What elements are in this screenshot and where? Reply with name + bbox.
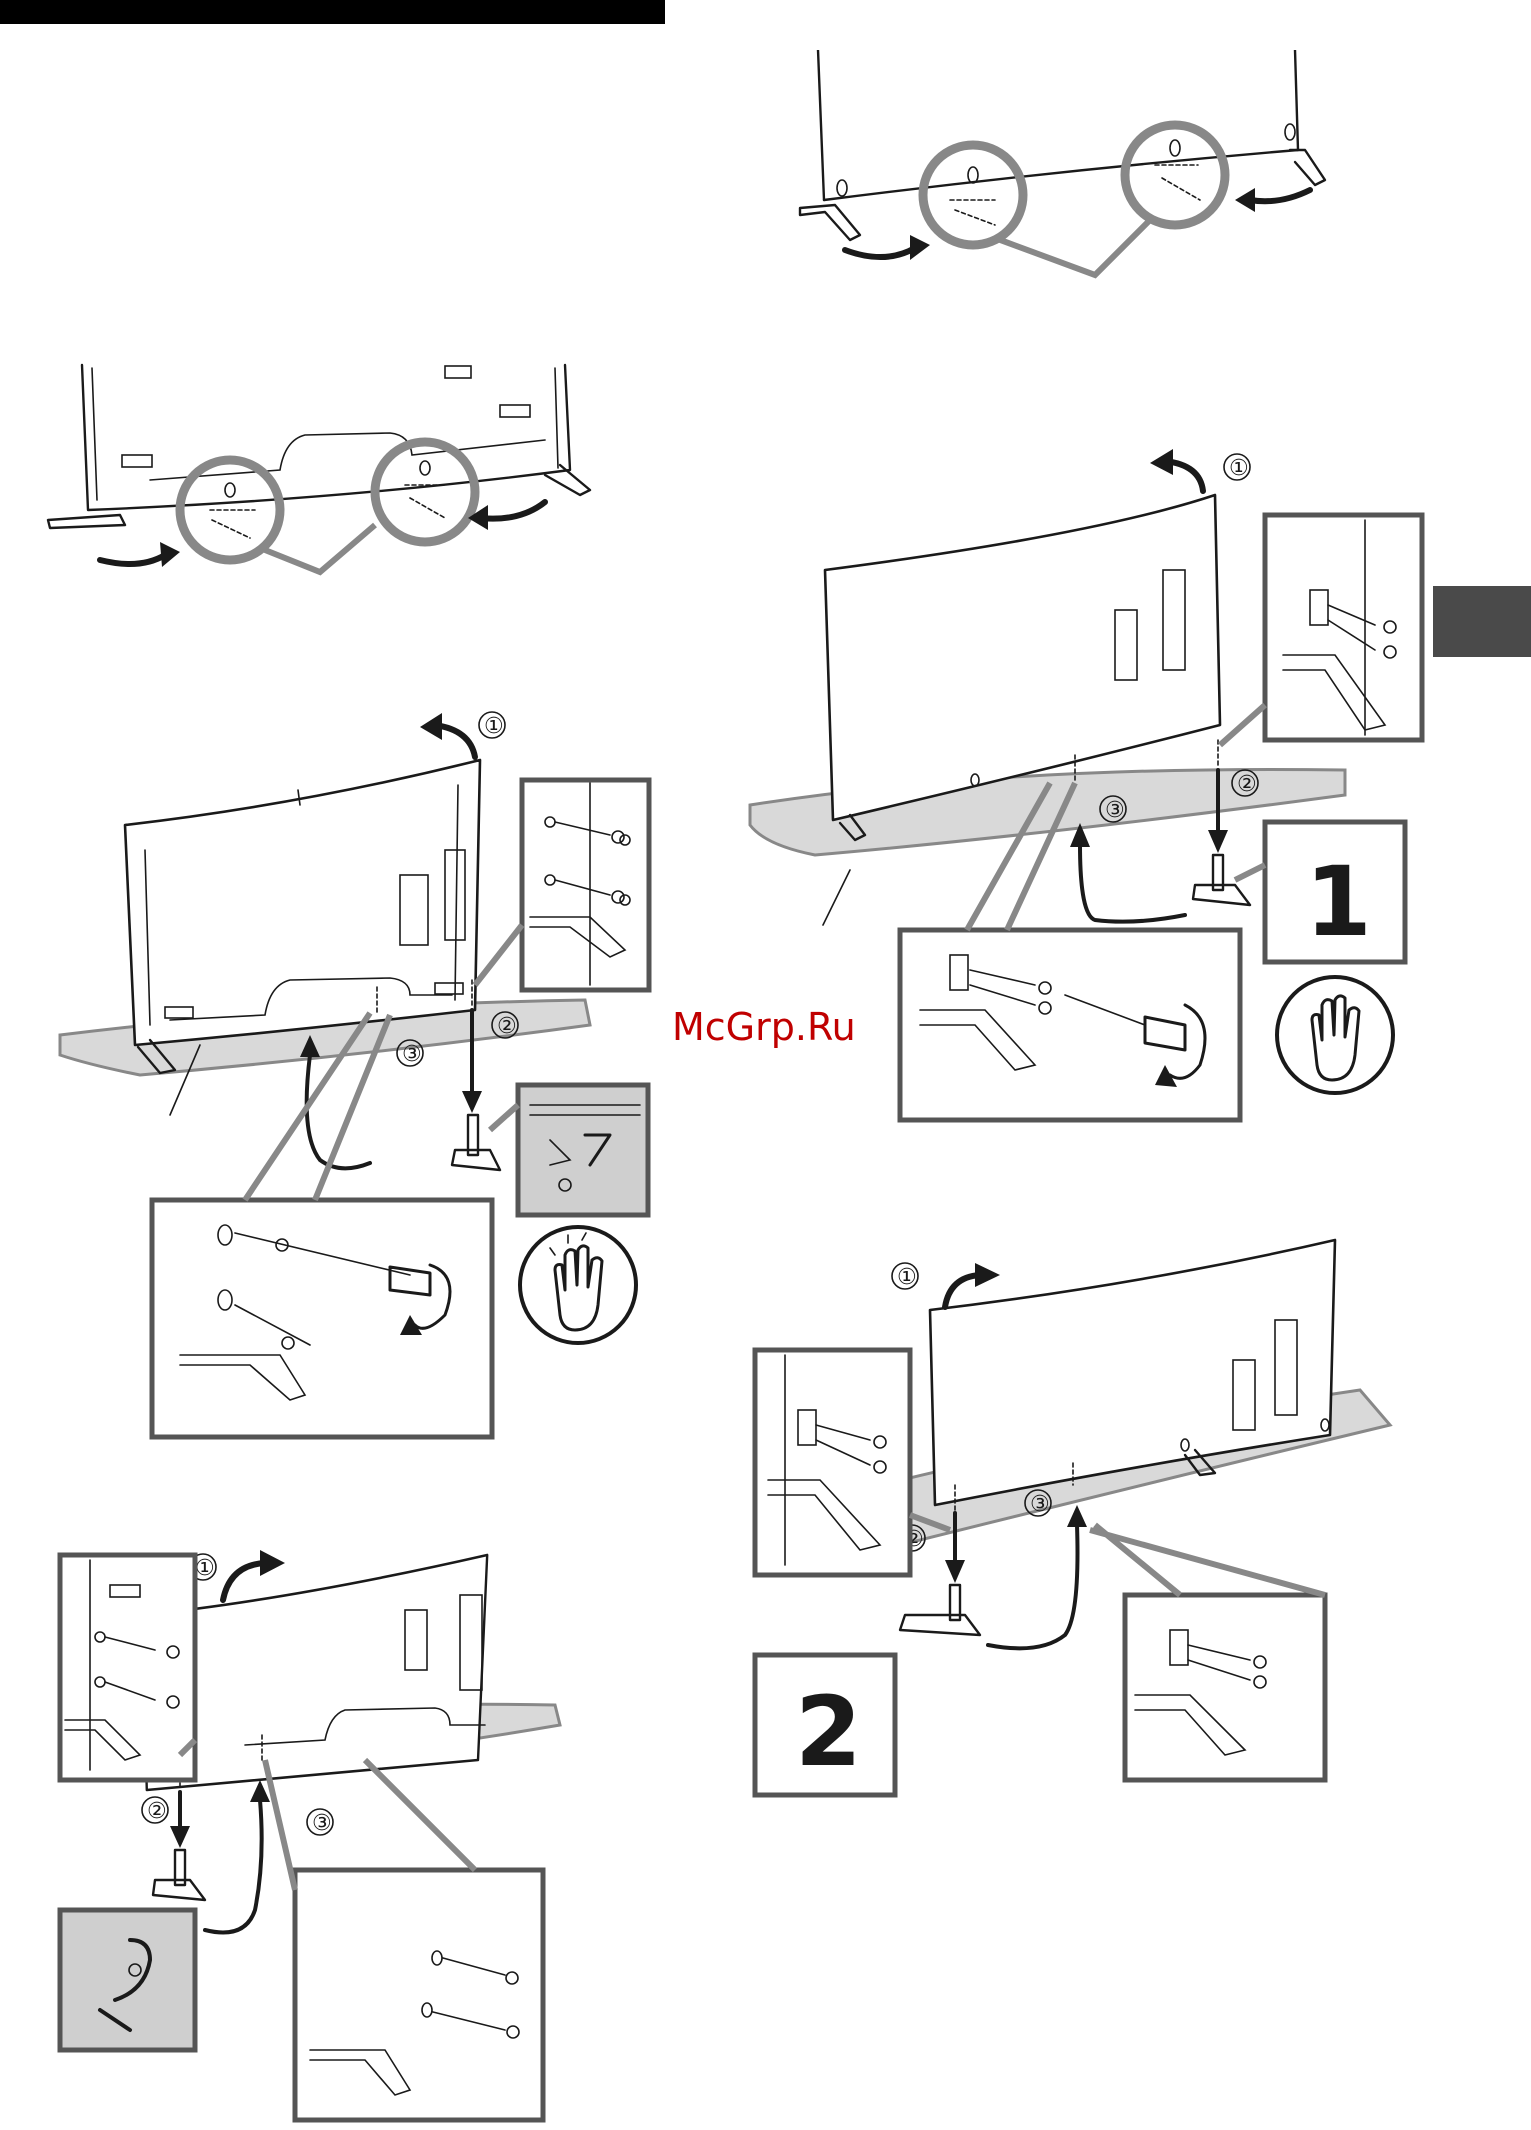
step1-label: ① xyxy=(1229,456,1249,481)
figure-right-foot-2: ① ② ③ 2 xyxy=(740,1235,1460,1810)
zoom-circle-left xyxy=(180,460,280,560)
rotate-arrow-left xyxy=(100,542,180,567)
step2-label: ② xyxy=(147,1799,167,1824)
step3-label: ③ xyxy=(312,1811,332,1836)
rotate-arrow-left xyxy=(845,235,930,260)
tv-panel[interactable] xyxy=(125,760,480,1045)
stand-part[interactable] xyxy=(452,1115,500,1170)
zoom-connector xyxy=(995,220,1150,275)
rotate-arrow-right xyxy=(468,502,545,530)
big-label-1: 1 xyxy=(1305,846,1372,958)
figure-left-attach-foot: ① ② ③ xyxy=(50,695,660,1465)
step1-arrow: ① xyxy=(1150,449,1250,491)
tv-back-panel xyxy=(82,365,570,510)
zoom-circle-left xyxy=(923,145,1023,245)
big-label-2: 2 xyxy=(795,1676,862,1788)
step2-label: ② xyxy=(1237,772,1257,797)
step1-arrow: ① xyxy=(420,712,505,757)
stand-part[interactable] xyxy=(900,1585,980,1635)
rotate-arrow-right xyxy=(1235,188,1310,212)
step3-label: ③ xyxy=(1105,798,1125,823)
detail-box-screws xyxy=(60,1555,195,1780)
step3-label: ③ xyxy=(402,1042,422,1067)
detail-box-screws xyxy=(1265,515,1422,740)
detail-box-screwdriver xyxy=(295,1870,543,2120)
step2-label: ② xyxy=(497,1014,517,1039)
left-foot xyxy=(48,515,125,528)
left-foot xyxy=(800,205,860,240)
step1-label: ① xyxy=(897,1265,917,1290)
figure-left-back-feet xyxy=(40,360,600,590)
stand-part[interactable] xyxy=(153,1850,205,1900)
zoom-circle-right xyxy=(375,442,475,542)
step1-label: ① xyxy=(484,714,504,739)
step1-arrow: ① xyxy=(190,1550,285,1600)
figure-right-foot-1: ① ② ③ 1 xyxy=(745,425,1435,1125)
right-foot xyxy=(1290,150,1325,185)
hand-caution-icon xyxy=(520,1227,636,1343)
detail-box-screws-right xyxy=(1125,1595,1325,1780)
figure-top-right-feet xyxy=(790,50,1350,290)
detail-box-screws xyxy=(755,1350,910,1575)
step1-arrow: ① xyxy=(892,1263,1000,1307)
figure-left-foot-2: ① ② ③ xyxy=(55,1530,575,2130)
zoom-circle-right xyxy=(1125,125,1225,225)
step3-label: ③ xyxy=(1030,1492,1050,1517)
hand-caution-icon xyxy=(1277,977,1393,1093)
step1-label: ① xyxy=(195,1556,215,1581)
detail-box-screws xyxy=(522,780,649,990)
zoom-connector xyxy=(265,525,375,572)
